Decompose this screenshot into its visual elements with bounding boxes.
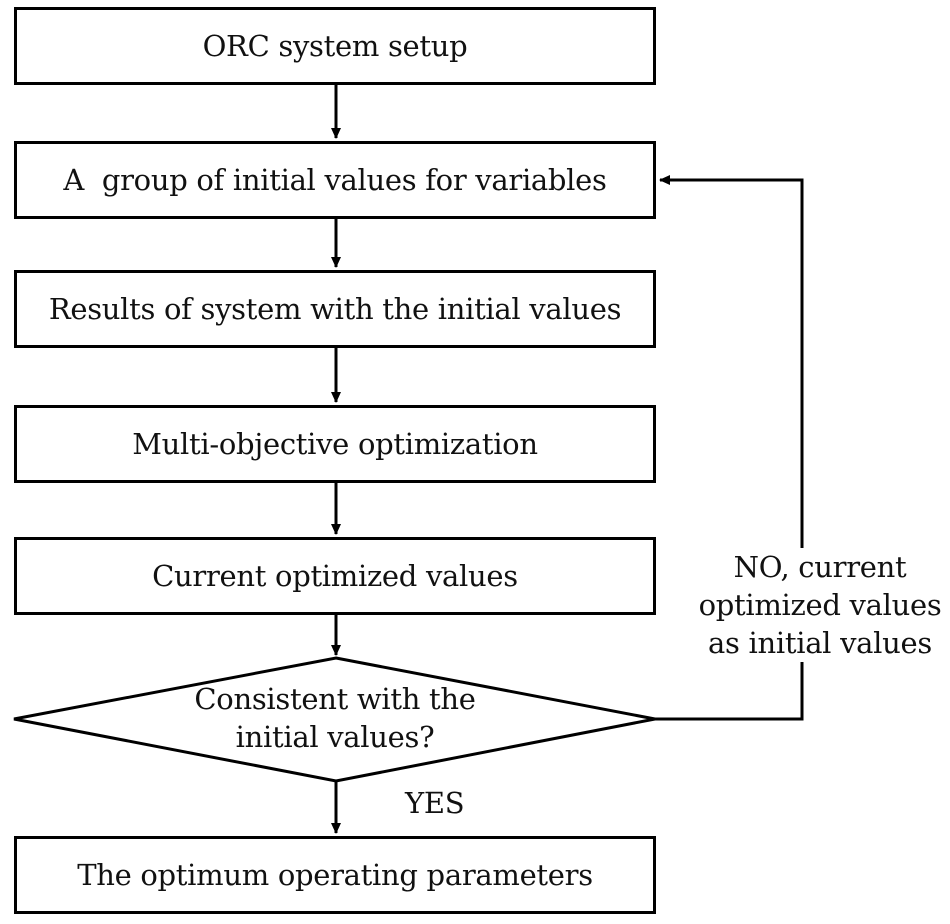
step-initial-values: A group of initial values for variables [14,141,656,219]
decision-question-line-1: Consistent with the [194,682,476,716]
step-system-setup: ORC system setup [14,7,656,85]
step-multi-objective-optimization: Multi-objective optimization [14,405,656,483]
step-optimum-parameters-label: The optimum operating parameters [77,858,593,892]
decision-question: Consistent with the initial values? [14,680,656,756]
no-branch-label: NO, current optimized values as initial … [690,548,950,662]
no-branch-label-line-1: NO, current [733,550,907,584]
decision-question-line-2: initial values? [235,720,435,754]
step-system-results: Results of system with the initial value… [14,270,656,348]
no-branch-label-line-3: as initial values [708,626,932,660]
step-initial-values-label: A group of initial values for variables [63,163,607,197]
yes-label: YES [405,786,465,820]
step-optimum-parameters: The optimum operating parameters [14,836,656,914]
no-branch-label-line-2: optimized values [698,588,942,622]
step-system-setup-label: ORC system setup [202,29,468,63]
arrow-no-feedback-loop [655,175,804,721]
step-current-optimized-values-label: Current optimized values [152,559,518,593]
step-system-results-label: Results of system with the initial value… [48,292,622,326]
step-current-optimized-values: Current optimized values [14,537,656,615]
step-multi-objective-optimization-label: Multi-objective optimization [132,427,538,461]
